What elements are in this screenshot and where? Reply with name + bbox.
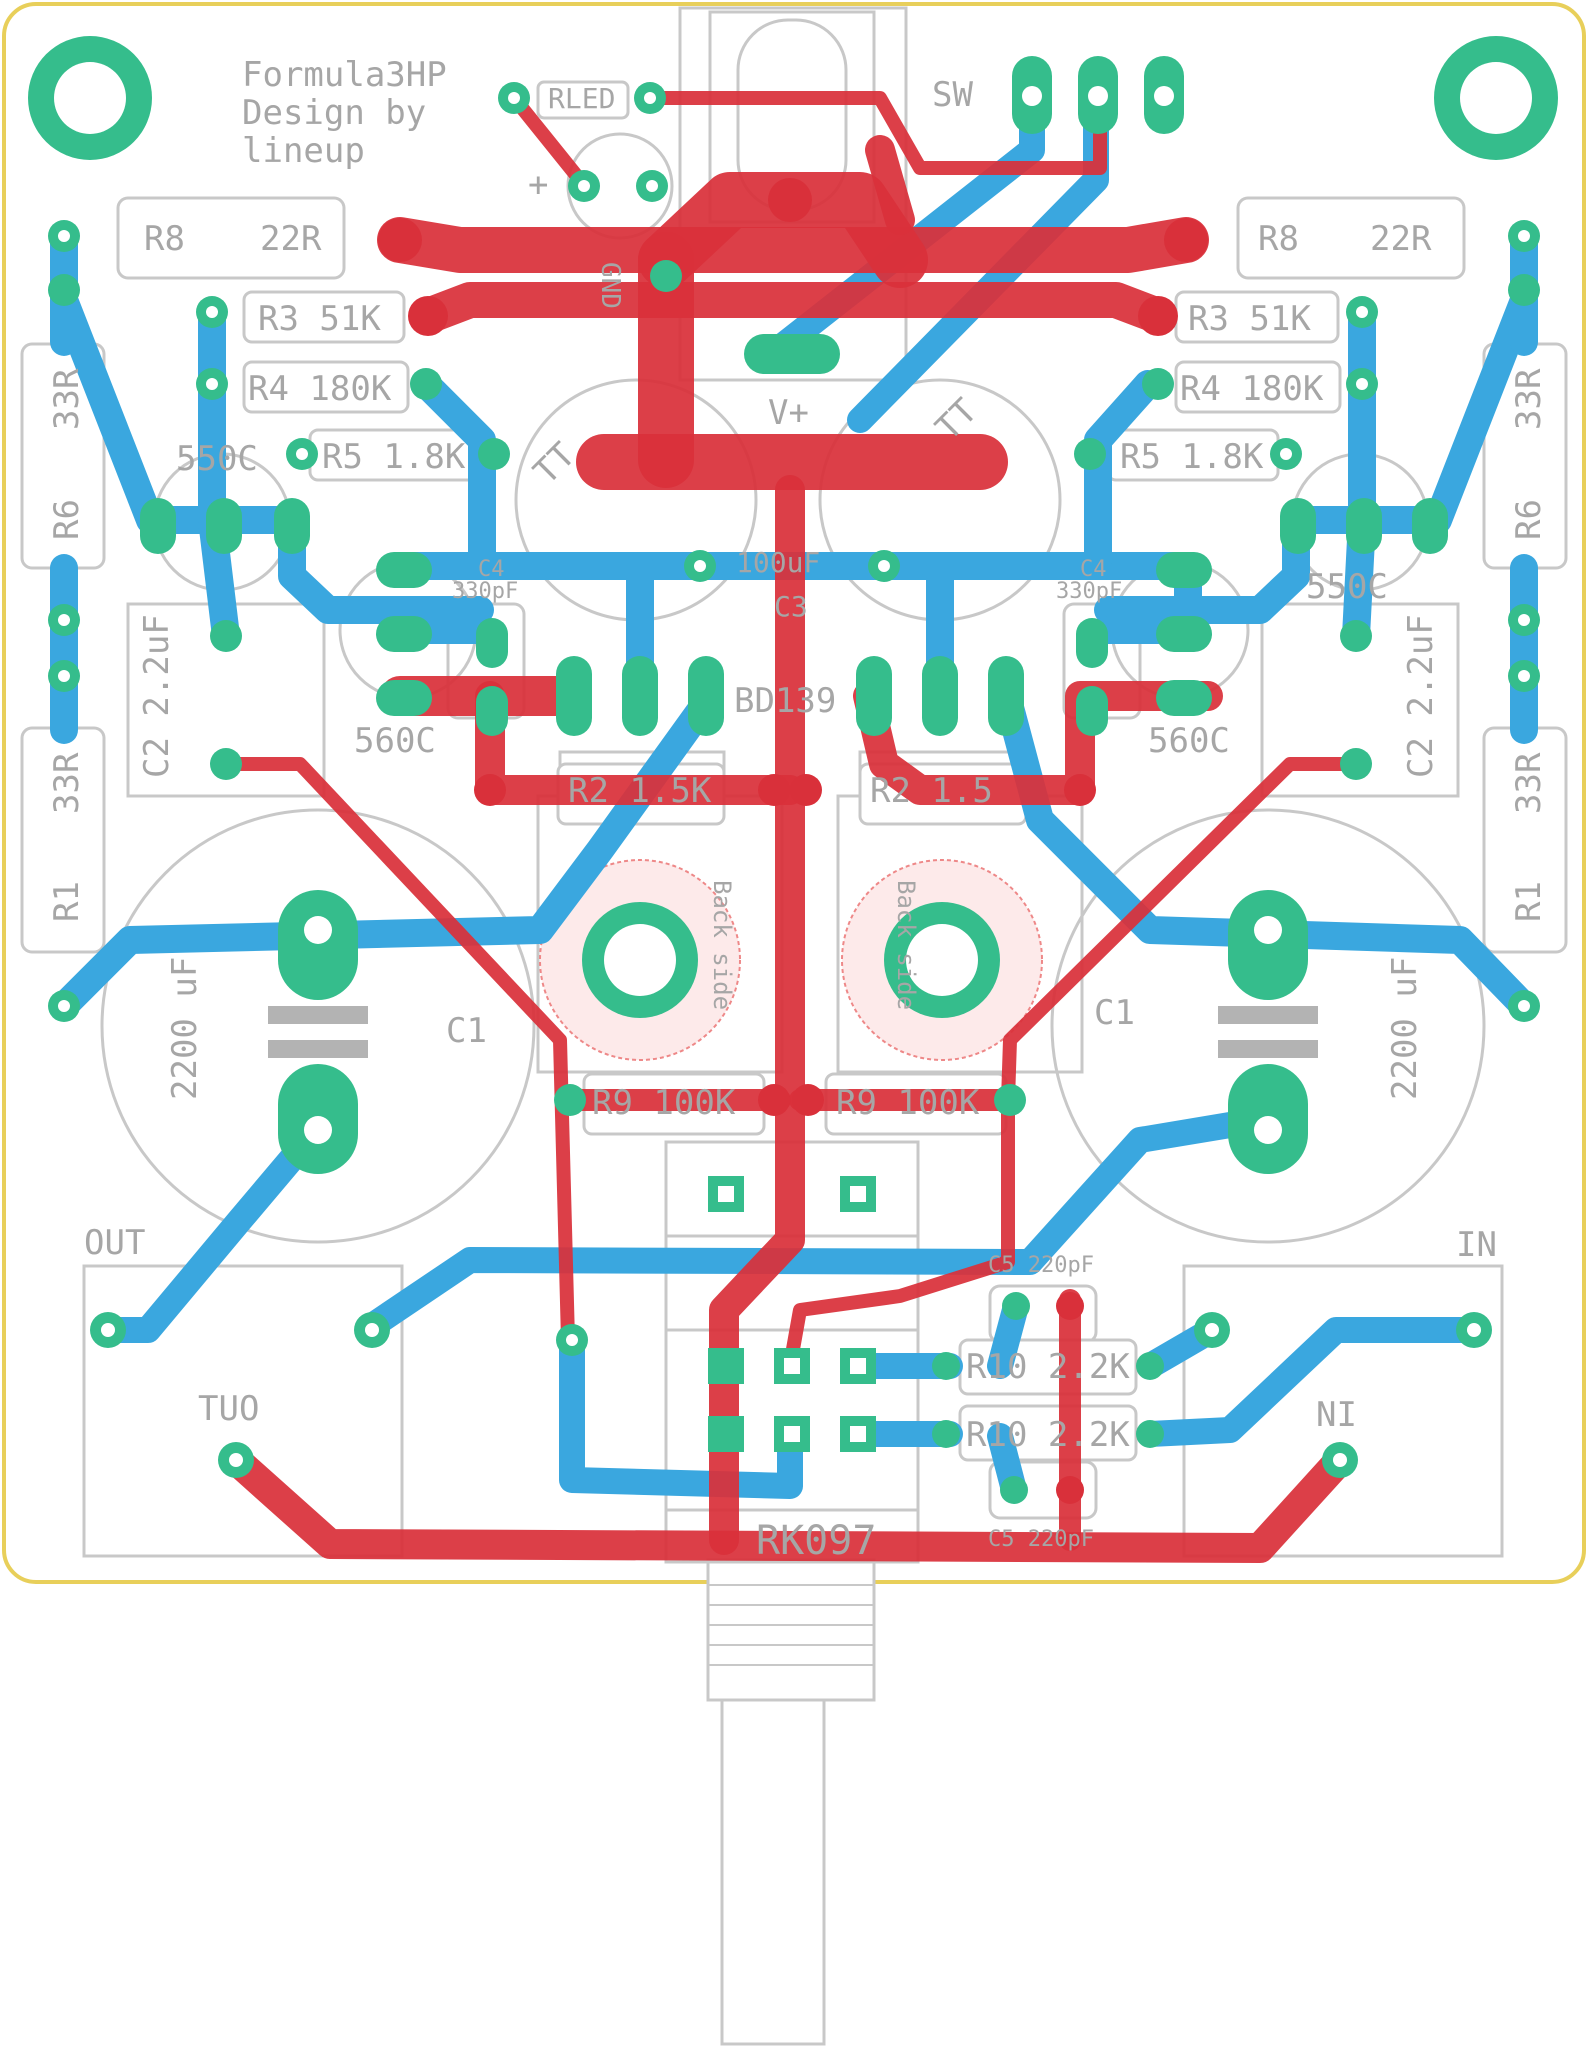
- label-left-c4: C4: [478, 557, 505, 582]
- label-out-mirror: TUO: [198, 1389, 259, 1429]
- label-c5-bottom: C5 220pF: [988, 1527, 1094, 1552]
- label-right-r8-value: 22R: [1370, 219, 1432, 259]
- label-left-r3: R3 51K: [258, 299, 381, 339]
- label-right-back-side: Back side: [892, 880, 920, 1010]
- label-left-r4: R4 180K: [248, 369, 392, 409]
- label-right-r6-value: 33R: [1509, 368, 1549, 430]
- label-right-r6: R6: [1509, 499, 1549, 540]
- label-vplus: V+: [768, 393, 809, 433]
- label-left-r9: R9 100K: [592, 1083, 736, 1123]
- label-left-r6-value: 33R: [47, 368, 87, 430]
- label-left-r5: R5 1.8K: [322, 437, 466, 477]
- label-right-c4-value: 330pF: [1056, 579, 1122, 604]
- label-right-560c: 560C: [1148, 721, 1230, 761]
- label-right-r1-value: 33R: [1509, 752, 1549, 814]
- label-gnd: GND: [595, 262, 625, 309]
- label-c3: C3: [774, 590, 808, 623]
- label-out: OUT: [84, 1223, 145, 1263]
- label-left-c1: C1: [446, 1011, 487, 1051]
- label-sw: SW: [932, 75, 973, 115]
- board-title-line-1: Formula3HP: [242, 55, 447, 95]
- label-in: IN: [1456, 1225, 1497, 1265]
- silkscreen-outlines: [20, 6, 1568, 1564]
- pads: [28, 36, 1558, 1504]
- label-right-550c: 550C: [1306, 567, 1388, 607]
- board-title-line-3: lineup: [242, 131, 365, 171]
- label-right-c4: C4: [1080, 557, 1107, 582]
- label-right-r8: R8: [1258, 219, 1299, 259]
- top-copper-traces: [221, 73, 1363, 1563]
- label-rk097: RK097: [756, 1518, 876, 1564]
- label-r10-bottom: R10 2.2K: [966, 1415, 1130, 1455]
- label-led-plus: +: [528, 165, 548, 205]
- label-left-c1-value: 2200 uF: [165, 957, 205, 1100]
- silkscreen-text: Formula3HP Design by lineup RLED + GND S…: [47, 55, 1549, 1564]
- label-left-r8-value: 22R: [260, 219, 322, 259]
- label-bd139: BD139: [734, 681, 836, 721]
- label-c5-top: C5 220pF: [988, 1253, 1094, 1278]
- label-left-r1: R1: [47, 881, 87, 922]
- label-left-r2: R2 1.5K: [568, 771, 712, 811]
- label-left-r1-value: 33R: [47, 752, 87, 814]
- label-left-r6: R6: [47, 499, 87, 540]
- label-right-r3: R3 51K: [1188, 299, 1311, 339]
- label-right-r1: R1: [1509, 881, 1549, 922]
- label-left-560c: 560C: [354, 721, 436, 761]
- label-left-550c: 550C: [176, 439, 258, 479]
- label-rled: RLED: [548, 82, 615, 115]
- label-left-back-side: Back side: [708, 880, 736, 1010]
- label-right-r9: R9 100K: [836, 1083, 980, 1123]
- potentiometer-shaft: [706, 1558, 876, 2046]
- label-left-c4-value: 330pF: [452, 579, 518, 604]
- label-r10-top: R10 2.2K: [966, 1347, 1130, 1387]
- label-right-c1: C1: [1094, 993, 1135, 1033]
- label-right-r2: R2 1.5: [870, 771, 993, 811]
- label-right-c2: C2 2.2uF: [1401, 614, 1441, 778]
- label-right-r4: R4 180K: [1180, 369, 1324, 409]
- label-left-r8: R8: [144, 219, 185, 259]
- label-in-mirror: NI: [1316, 1395, 1357, 1435]
- board-title-line-2: Design by: [242, 93, 426, 133]
- label-100uf: 100uF: [736, 546, 820, 579]
- label-left-c2: C2 2.2uF: [137, 614, 177, 778]
- label-right-c1-value: 2200 uF: [1385, 957, 1425, 1100]
- label-right-r5: R5 1.8K: [1120, 437, 1264, 477]
